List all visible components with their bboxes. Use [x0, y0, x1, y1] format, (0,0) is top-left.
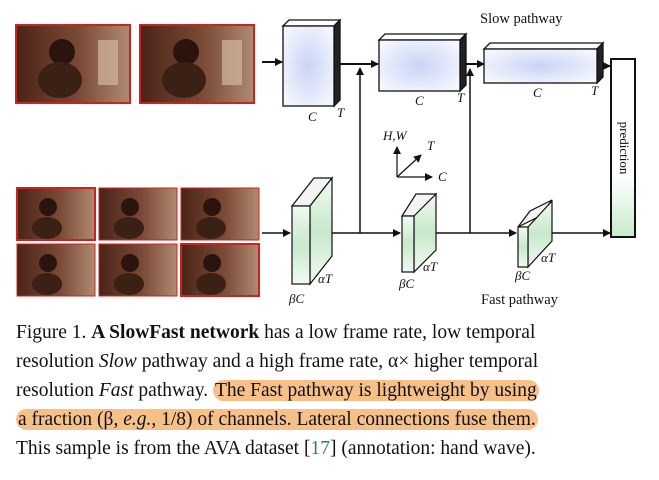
caption-line-3: resolution Fast pathway. The Fast pathwa… [16, 376, 646, 405]
caption-italic-eg: e.g. [123, 409, 152, 430]
fast-cube-2 [400, 192, 438, 274]
slow-frame-2 [139, 24, 255, 104]
slow-pathway-title: Slow pathway [480, 11, 563, 27]
fast-frame [16, 243, 96, 297]
caption-text: pathway. [133, 380, 213, 401]
prediction-block: prediction [610, 58, 636, 238]
fast-frame [98, 187, 178, 241]
fast-cube-2-bc-label: βC [398, 276, 414, 291]
caption-highlight-2: a fraction (β, e.g., 1/8) of channels. L… [16, 409, 538, 430]
prediction-label: prediction [617, 122, 632, 175]
figure-caption: Figure 1. A SlowFast network has a low f… [16, 318, 646, 463]
caption-line-5: This sample is from the AVA dataset [17]… [16, 434, 646, 463]
fast-pathway-title: Fast pathway [481, 292, 559, 308]
citation-link[interactable]: 17 [310, 438, 330, 459]
caption-text: , 1/8) of channels. Lateral connections … [151, 409, 536, 430]
lateral-connections [356, 67, 474, 233]
slow-input-frames [15, 24, 255, 104]
caption-line-1: Figure 1. A SlowFast network has a low f… [16, 318, 646, 347]
fast-input-frames [16, 187, 260, 297]
caption-text: has a low frame rate, low temporal [259, 322, 536, 343]
axis-t-label: T [427, 138, 435, 153]
slow-cube-3-t-label: T [591, 83, 599, 98]
caption-text: This sample is from the AVA dataset [ [16, 438, 311, 459]
fast-cube-3-at-label: αT [541, 250, 556, 265]
fast-frame [180, 243, 260, 297]
slow-cube-3 [482, 41, 605, 85]
caption-line-4: a fraction (β, e.g., 1/8) of channels. L… [16, 405, 646, 434]
caption-figure-number: Figure 1. [16, 322, 92, 343]
caption-italic-slow: Slow [98, 351, 137, 372]
fast-cube-1 [290, 176, 334, 286]
fast-cube-2-at-label: αT [423, 259, 438, 274]
axis-hw-label: H,W [382, 128, 408, 143]
slow-frame-1 [15, 24, 131, 104]
caption-text: pathway and a high frame rate, α× higher… [136, 351, 539, 372]
caption-text: a fraction (β, [18, 409, 124, 430]
caption-highlight-1: The Fast pathway is lightweight by using [212, 380, 539, 401]
fast-frame [16, 187, 96, 241]
fast-cube-1-bc-label: βC [288, 291, 304, 306]
slow-cube-2 [377, 32, 468, 93]
caption-line-2: resolution Slow pathway and a high frame… [16, 347, 646, 376]
slow-cube-1-t-label: T [337, 105, 345, 120]
slow-cube-2-t-label: T [457, 90, 465, 105]
slow-cube-3-c-label: C [533, 85, 542, 100]
slowfast-diagram: prediction H,W T C Slow pathway C T C [15, 11, 636, 308]
axis-indicator [393, 146, 433, 181]
fast-cube-1-at-label: αT [318, 271, 333, 286]
caption-text: ] (annotation: hand wave). [329, 438, 536, 459]
axis-c-label: C [438, 169, 447, 184]
fast-frame [98, 243, 178, 297]
fast-cube-3 [517, 199, 553, 269]
fast-cube-3-bc-label: βC [514, 268, 530, 283]
caption-text: resolution [16, 351, 99, 372]
fast-frame [180, 187, 260, 241]
caption-text: resolution [16, 380, 99, 401]
slow-cube-1 [281, 18, 342, 108]
caption-bold-title: A SlowFast network [91, 322, 260, 343]
slow-cube-2-c-label: C [415, 93, 424, 108]
slow-cube-1-c-label: C [308, 109, 317, 124]
caption-italic-fast: Fast [98, 380, 134, 401]
